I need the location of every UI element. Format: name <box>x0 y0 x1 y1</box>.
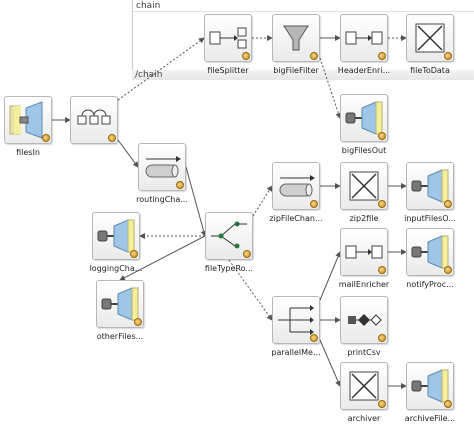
node-label: fileSplitter <box>207 66 249 75</box>
edge-hub-to-routingChannel[interactable] <box>117 139 139 168</box>
transformer-icon <box>349 371 379 401</box>
service-activator-icon <box>348 314 382 326</box>
node-label: routingCha... <box>136 195 188 204</box>
node-zip2file[interactable] <box>340 162 388 210</box>
router-icon <box>211 221 247 249</box>
node-inputFilesOut[interactable] <box>406 162 454 210</box>
recipient-list-icon <box>278 305 314 335</box>
bean-gear-icon <box>378 52 386 60</box>
node-zipFileChannel[interactable] <box>272 162 320 210</box>
node-archiver[interactable] <box>340 362 388 410</box>
bean-gear-icon <box>444 200 452 208</box>
bean-gear-icon <box>378 200 386 208</box>
node-headerEnricher[interactable] <box>340 14 388 62</box>
node-notifyProcess[interactable] <box>406 228 454 276</box>
bean-gear-icon <box>444 266 452 274</box>
node-hub[interactable] <box>70 96 118 144</box>
node-label: zip2file <box>349 214 379 223</box>
node-archiveFiles[interactable] <box>406 362 454 410</box>
node-fileSplitter[interactable] <box>204 14 252 62</box>
node-label: fileTypeRo... <box>204 264 254 273</box>
node-label: HeaderEnri... <box>337 66 391 75</box>
edge-hub-to-fileSplitter[interactable] <box>117 37 205 101</box>
bean-gear-icon <box>378 334 386 342</box>
edge-parallelMessages-to-archiver[interactable] <box>319 339 341 387</box>
bean-gear-icon <box>134 318 142 326</box>
transformer-icon <box>415 23 445 53</box>
edge-fileTypeRouter-to-zipFileChannel[interactable] <box>252 185 273 217</box>
node-label: filesIn <box>16 148 40 157</box>
outbound-adapter-icon <box>411 169 449 203</box>
bean-gear-icon <box>378 266 386 274</box>
bean-gear-icon <box>108 134 116 142</box>
node-label: bigFilesOut <box>341 146 387 155</box>
enricher-icon <box>345 245 383 259</box>
channel-icon <box>145 156 181 178</box>
node-label: parallelMe... <box>271 348 321 357</box>
bean-gear-icon <box>42 134 50 142</box>
edge-routingChannel-to-fileTypeRouter[interactable] <box>185 166 207 237</box>
node-parallelMessages[interactable] <box>272 296 320 344</box>
node-label: loggingCha... <box>89 264 143 273</box>
bean-gear-icon <box>310 200 318 208</box>
chain-footer: /chain <box>132 70 474 80</box>
enricher-icon <box>345 31 383 45</box>
bean-gear-icon <box>130 250 138 258</box>
node-fileToData[interactable] <box>406 14 454 62</box>
bean-gear-icon <box>310 334 318 342</box>
bean-gear-icon <box>444 400 452 408</box>
outbound-adapter-icon <box>345 101 383 135</box>
bean-gear-icon <box>444 52 452 60</box>
node-loggingChannel[interactable] <box>92 212 140 260</box>
node-label: inputFilesO... <box>404 214 456 223</box>
node-printCsv[interactable] <box>340 296 388 344</box>
transformer-icon <box>349 171 379 201</box>
bean-gear-icon <box>378 132 386 140</box>
chain-end-label: /chain <box>135 70 163 80</box>
node-bigFileFilter[interactable] <box>272 14 320 62</box>
inbound-adapter-icon <box>9 101 43 139</box>
node-label: zipFileChan... <box>269 214 323 223</box>
node-label: printCsv <box>347 348 381 357</box>
node-label: fileToData <box>410 66 450 75</box>
bean-gear-icon <box>243 250 251 258</box>
node-otherFilesOut[interactable] <box>96 280 144 328</box>
chain-start-label: chain <box>136 1 161 11</box>
edge-bigFileFilter-to-bigFilesOut[interactable] <box>319 57 342 119</box>
bean-gear-icon <box>176 181 184 189</box>
edge-fileTypeRouter-to-parallelMessages[interactable] <box>228 259 273 321</box>
splitter-icon <box>209 27 247 49</box>
node-mailEnricher[interactable] <box>340 228 388 276</box>
node-label: mailEnricher <box>338 280 390 289</box>
chain-header <box>133 0 474 12</box>
node-filesIn[interactable] <box>4 96 52 144</box>
edge-parallelMessages-to-mailEnricher[interactable] <box>319 251 341 301</box>
outbound-adapter-icon <box>97 219 135 253</box>
outbound-adapter-icon <box>411 235 449 269</box>
filter-icon <box>283 25 309 51</box>
outbound-adapter-icon <box>101 287 139 321</box>
outbound-adapter-icon <box>411 369 449 403</box>
node-label: otherFiles... <box>96 332 144 341</box>
node-routingChannel[interactable] <box>138 143 186 191</box>
node-fileTypeRouter[interactable] <box>205 212 253 260</box>
node-bigFilesOut[interactable] <box>340 94 388 142</box>
bean-gear-icon <box>378 400 386 408</box>
node-label: bigFileFilter <box>273 66 319 75</box>
edge-fileTypeRouter-to-otherFilesOut[interactable] <box>119 235 206 281</box>
bean-gear-icon <box>310 52 318 60</box>
node-label: notifyProc... <box>406 280 454 289</box>
channel-icon <box>279 175 315 197</box>
bean-gear-icon <box>242 52 250 60</box>
channel-hub-icon <box>77 109 111 125</box>
